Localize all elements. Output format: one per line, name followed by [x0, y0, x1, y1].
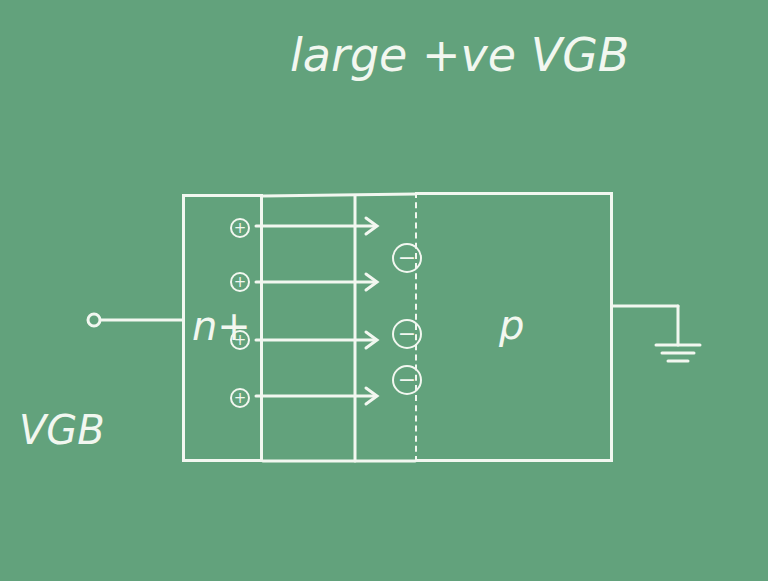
negative-charge: −	[392, 243, 422, 273]
positive-charge: +	[230, 272, 250, 292]
body-outline	[263, 194, 415, 196]
gate-terminal	[88, 314, 100, 326]
voltage-label: VGB	[19, 407, 105, 453]
ground-wire	[677, 306, 680, 345]
p-substrate-region: p	[415, 192, 613, 462]
ground-symbol	[656, 344, 700, 347]
positive-charge: +	[230, 330, 250, 350]
ground-wire	[612, 305, 678, 308]
positive-charge: +	[230, 388, 250, 408]
ground-symbol	[668, 360, 688, 363]
field-arrows	[256, 218, 377, 404]
negative-charge: −	[392, 319, 422, 349]
title: large +ve VGB	[290, 28, 629, 82]
region-label: p	[499, 302, 524, 348]
oxide-boundary	[354, 196, 357, 461]
ground-symbol	[662, 352, 694, 355]
gate-wire	[101, 319, 182, 322]
body-outline	[263, 460, 415, 463]
positive-charge: +	[230, 218, 250, 238]
n-plus-gate-region: n+	[182, 194, 263, 462]
negative-charge: −	[392, 365, 422, 395]
